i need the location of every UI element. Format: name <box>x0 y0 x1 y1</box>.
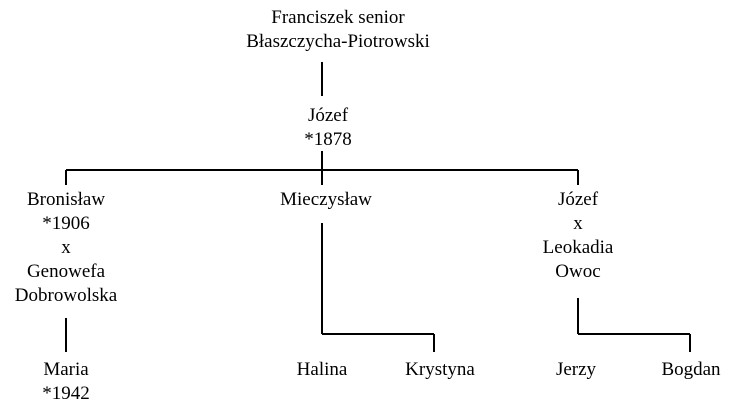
person-line: *1906 <box>42 213 90 234</box>
person-line: Maria <box>43 359 89 380</box>
person-line: Bronisław <box>26 189 106 210</box>
person-line: Błaszczycha-Piotrowski <box>246 31 430 52</box>
person-jozef-1878: Józef *1878 <box>304 104 352 152</box>
person-line: Mieczysław <box>280 189 372 210</box>
person-bronislaw: Bronisław *1906 x Genowefa Dobrowolska <box>15 188 117 308</box>
person-line: Owoc <box>555 261 601 282</box>
person-line: Bogdan <box>661 359 721 380</box>
person-line: Krystyna <box>405 359 475 380</box>
person-line: Leokadia <box>542 237 614 258</box>
person-jozef-leokadia: Józef x Leokadia Owoc <box>543 188 614 284</box>
person-krystyna: Krystyna <box>405 358 475 382</box>
person-line: *1942 <box>42 383 90 404</box>
person-jerzy: Jerzy <box>556 358 596 382</box>
person-mieczyslaw: Mieczysław <box>280 188 372 212</box>
person-halina: Halina <box>297 358 348 382</box>
person-line: Halina <box>296 359 348 380</box>
person-line: Jerzy <box>555 359 597 380</box>
person-line: Dobrowolska <box>14 285 118 306</box>
person-line: Franciszek senior <box>271 7 405 28</box>
person-line: *1878 <box>304 129 352 150</box>
person-line: Genowefa <box>26 261 106 282</box>
person-line: Józef <box>307 105 349 126</box>
person-line: x <box>61 237 71 258</box>
person-franciszek-senior: Franciszek senior Błaszczycha-Piotrowski <box>246 6 430 54</box>
person-bogdan: Bogdan <box>661 358 720 382</box>
person-line: Józef <box>557 189 599 210</box>
person-maria: Maria *1942 <box>42 358 90 406</box>
person-line: x <box>573 213 583 234</box>
